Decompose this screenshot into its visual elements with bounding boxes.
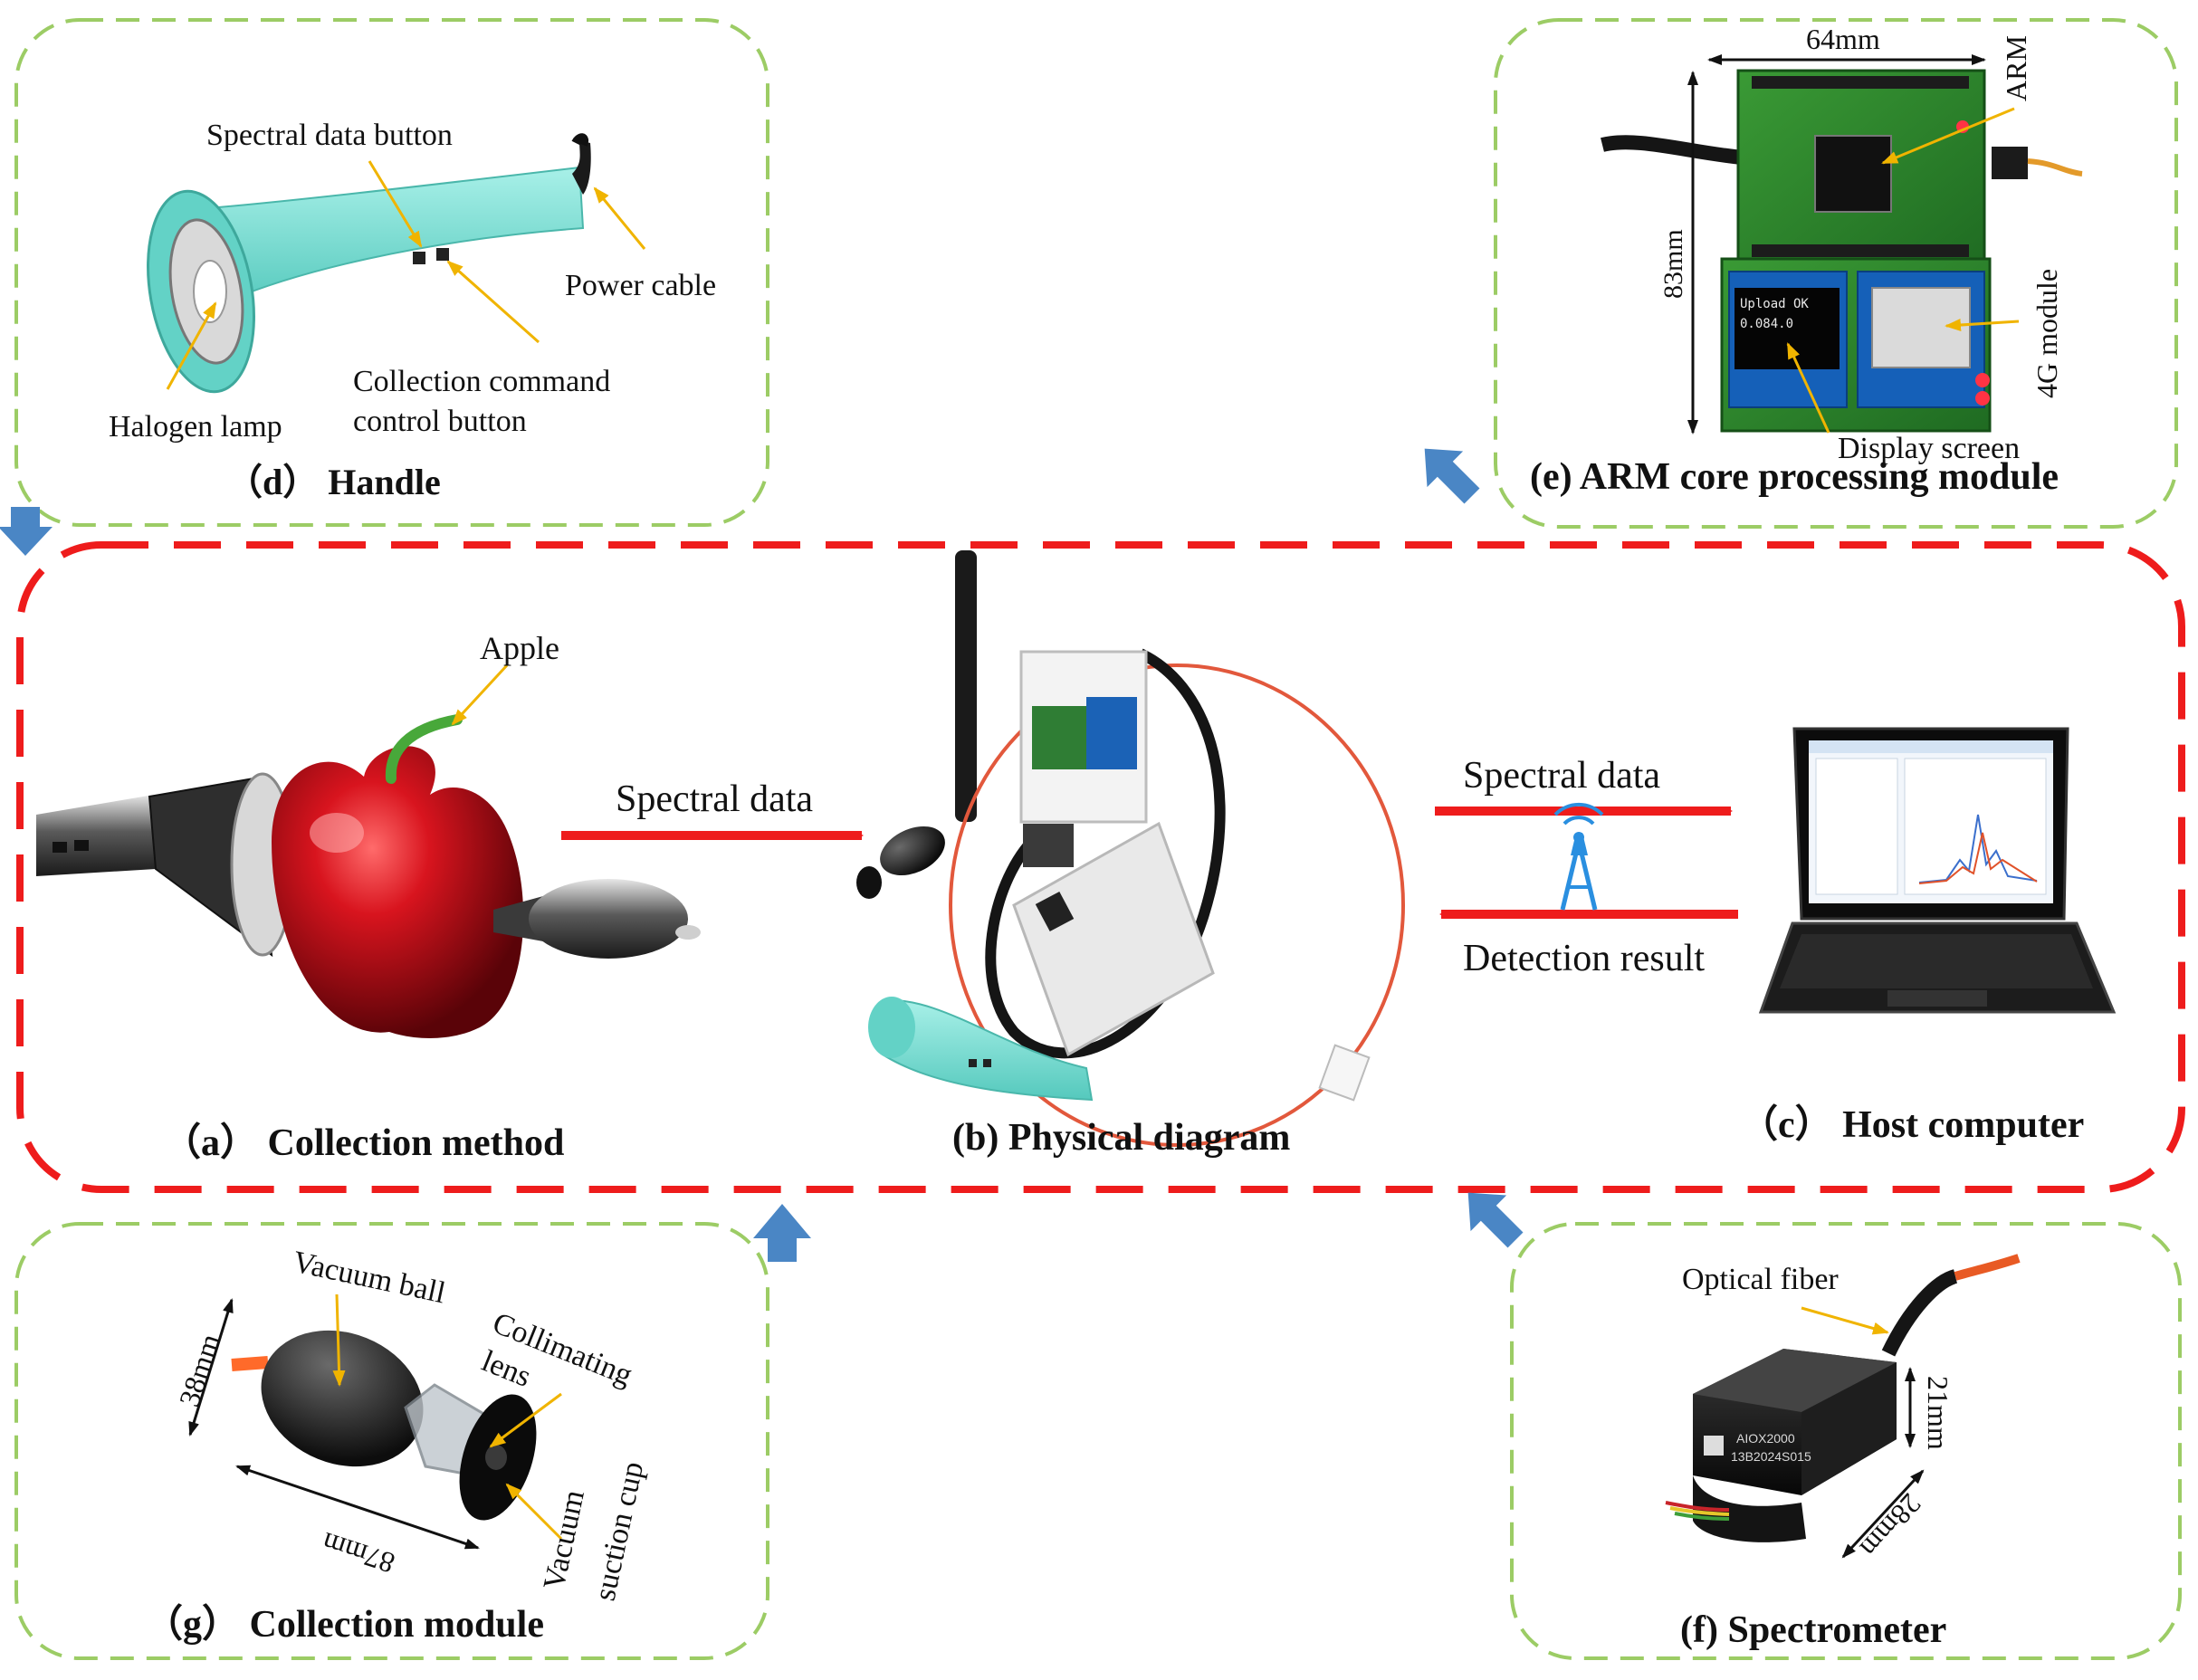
caption-b: (b) Physical diagram xyxy=(952,1117,1290,1159)
caption-c: （c） Host computer xyxy=(1740,1103,2084,1146)
label-detection-result: Detection result xyxy=(1463,938,1705,979)
spectrometer-illustration xyxy=(1665,1254,2021,1542)
label-optical-fiber: Optical fiber xyxy=(1682,1263,1839,1296)
label-collection-line2: control button xyxy=(353,405,527,438)
caption-f: (f) Spectrometer xyxy=(1680,1609,1946,1651)
oled-text-line2: 0.084.0 xyxy=(1740,317,1793,331)
handle-illustration xyxy=(147,140,591,394)
pointer-vacuum-ball xyxy=(332,1293,346,1387)
caption-e: (e) ARM core processing module xyxy=(1530,456,2059,498)
pointer-apple xyxy=(451,663,509,726)
label-83mm: 83mm xyxy=(1658,229,1688,299)
label-spectral-data-c: Spectral data xyxy=(1463,755,1660,797)
caption-a: （a） Collection method xyxy=(163,1122,564,1164)
label-suction-line1: Vacuum xyxy=(538,1487,591,1593)
oled-text-line1: Upload OK xyxy=(1740,297,1809,311)
caption-d: （d） Handle xyxy=(226,462,441,502)
pointer-display xyxy=(1786,342,1830,434)
label-collection-line1: Collection command xyxy=(353,365,610,398)
label-model-line2: 13B2024S015 xyxy=(1731,1449,1811,1464)
blue-arrow-diag-down-icon xyxy=(1424,448,1480,504)
blue-arrow-down-icon xyxy=(0,507,53,556)
pointer-power-cable xyxy=(593,186,646,250)
label-apple: Apple xyxy=(480,630,559,666)
label-87mm: 87mm xyxy=(318,1526,398,1580)
panel-e-frame xyxy=(1494,18,2178,529)
panel-f-frame xyxy=(1510,1222,2182,1660)
panel-d-frame xyxy=(14,18,769,527)
label-model-line1: AIOX2000 xyxy=(1736,1431,1795,1446)
blue-arrow-diag-up-icon xyxy=(1467,1192,1524,1248)
label-halogen: Halogen lamp xyxy=(109,410,282,444)
caption-g: （g） Collection module xyxy=(145,1603,544,1646)
label-power-cable: Power cable xyxy=(565,269,716,302)
dim-diameter-38 xyxy=(188,1298,234,1437)
label-suction-line2: suction cup xyxy=(588,1459,651,1604)
panel-g-frame xyxy=(14,1222,769,1660)
pointer-4g xyxy=(1945,319,2020,331)
arm-board-illustration xyxy=(1601,69,2083,433)
dim-length-87 xyxy=(235,1465,480,1550)
pointer-arm xyxy=(1881,107,2015,165)
label-64mm: 64mm xyxy=(1806,23,1880,55)
label-4g-module: 4G module xyxy=(2031,269,2063,398)
wireless-tower-icon xyxy=(1553,802,1604,911)
pointer-suction-cup xyxy=(505,1483,563,1541)
physical-diagram-photo xyxy=(856,550,1405,1147)
collection-method-illustration xyxy=(36,714,701,1038)
laptop-illustration xyxy=(1758,727,2117,1014)
pointer-optical-fiber xyxy=(1801,1306,1889,1335)
label-21mm: 21mm xyxy=(1922,1376,1954,1450)
label-display-screen: Display screen xyxy=(1838,432,2020,465)
label-28mm: 28mm xyxy=(1854,1487,1928,1564)
dim-depth-28 xyxy=(1841,1469,1925,1559)
pointer-spectral-button xyxy=(368,160,423,248)
main-frame xyxy=(16,541,2185,1193)
pointer-collection-button xyxy=(446,260,540,344)
label-spectral-button: Spectral data button xyxy=(206,119,453,152)
pointer-collimating xyxy=(489,1392,562,1448)
label-spectral-data-a: Spectral data xyxy=(616,778,813,820)
pointer-halogen xyxy=(166,301,217,390)
label-38mm: 38mm xyxy=(172,1330,226,1410)
blue-arrow-up-icon xyxy=(753,1204,811,1262)
label-vacuum-ball: Vacuum ball xyxy=(290,1246,448,1311)
label-arm: ARM xyxy=(2000,35,2032,101)
